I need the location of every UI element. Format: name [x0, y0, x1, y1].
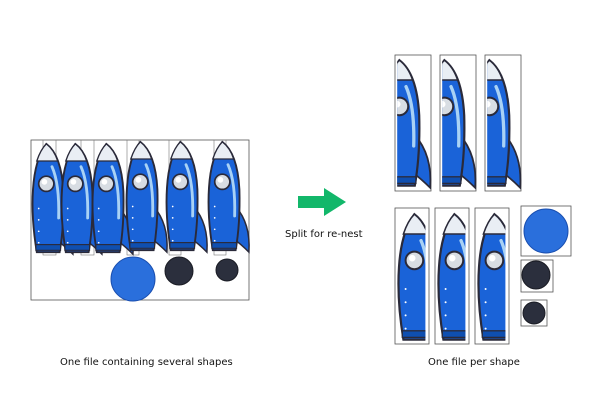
source-file-panel — [30, 139, 251, 302]
source-file-caption: One file containing several shapes — [60, 357, 233, 368]
split-files-caption: One file per shape — [428, 357, 520, 368]
split-file — [394, 54, 433, 192]
dark-disc-shape — [215, 258, 239, 282]
blue-disc-shape — [110, 256, 156, 302]
split-file — [520, 259, 554, 293]
dark-disc-shape — [164, 256, 194, 286]
split-file — [520, 205, 572, 257]
rocket-shape — [207, 140, 251, 254]
blue-disc-shape — [523, 208, 569, 254]
rocket-shape — [165, 140, 209, 254]
split-files-panel — [394, 54, 572, 345]
split-file — [474, 207, 510, 345]
split-arrow-icon — [298, 188, 346, 216]
split-file — [520, 299, 548, 327]
split-file — [439, 54, 478, 192]
split-file — [484, 54, 523, 192]
dark-disc-shape — [522, 301, 546, 325]
dark-disc-shape — [521, 260, 551, 290]
rocket-shape — [125, 140, 169, 254]
split-file — [394, 207, 430, 345]
arrow-label: Split for re-nest — [285, 229, 363, 240]
split-file — [434, 207, 470, 345]
